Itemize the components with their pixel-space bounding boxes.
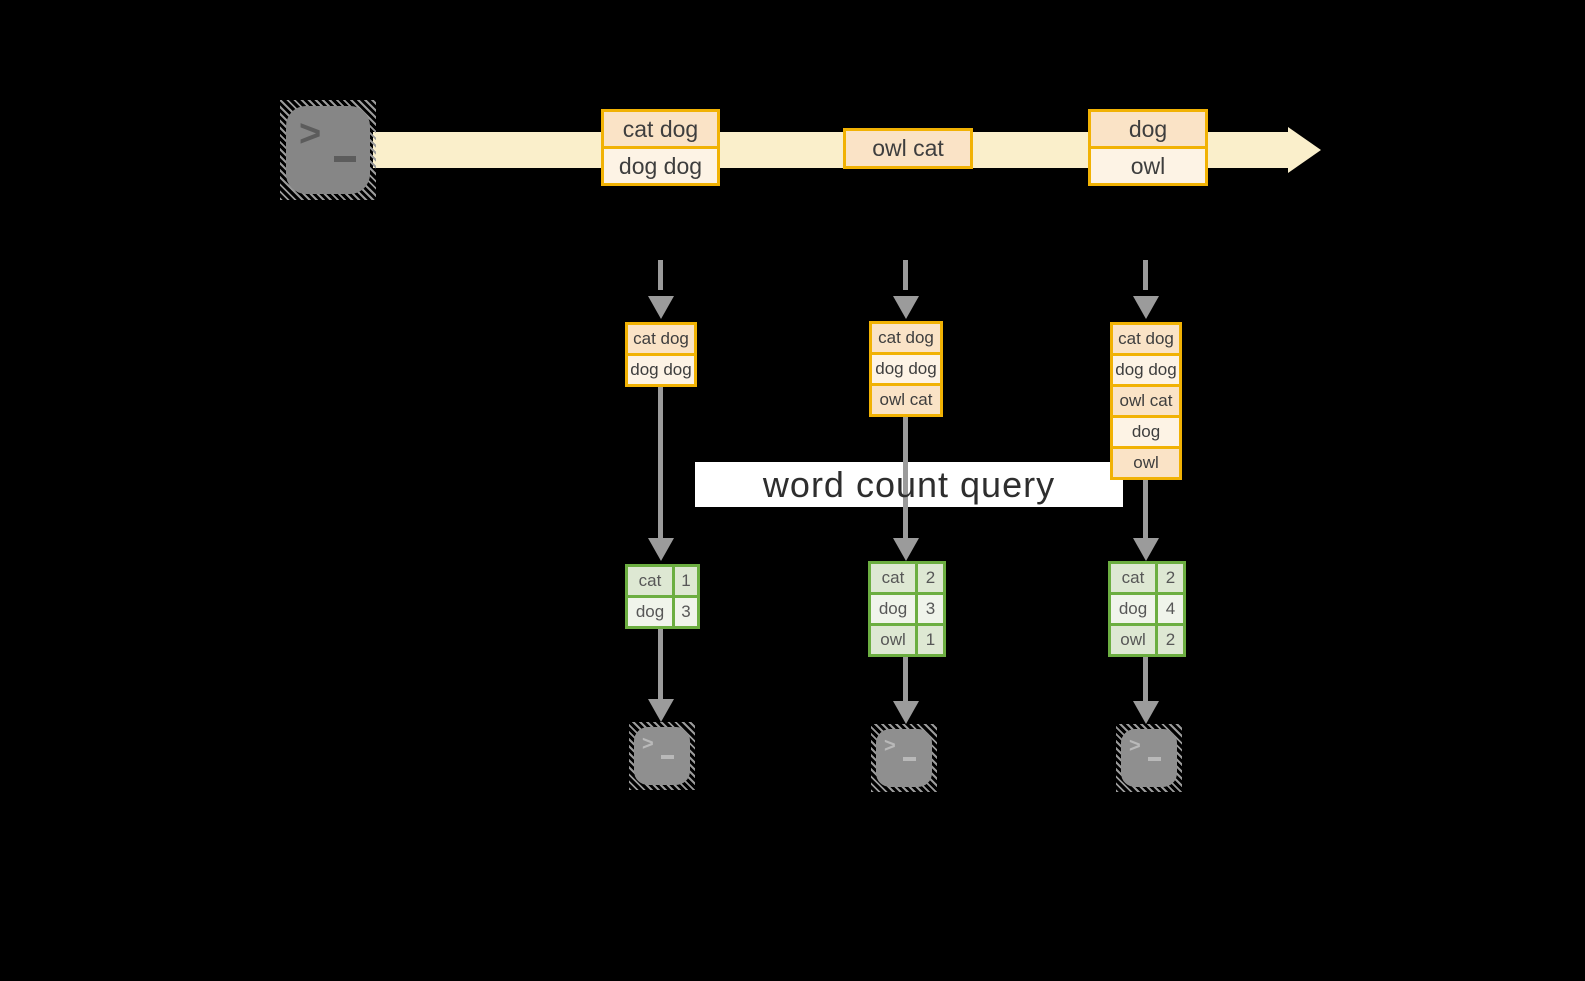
terminal-cursor-icon bbox=[334, 156, 356, 162]
sink-terminal-icon: > bbox=[876, 729, 932, 787]
wordcount-table-3: cat 2 dog 4 owl 2 bbox=[1108, 561, 1186, 657]
query-label: word count query bbox=[762, 463, 1056, 505]
count-cell: 3 bbox=[918, 595, 943, 623]
sink-terminal-icon: > bbox=[1121, 729, 1177, 787]
trigger-arrowhead-icon bbox=[1133, 296, 1159, 319]
query-banner bbox=[695, 462, 1123, 507]
terminal-cursor-icon bbox=[903, 757, 916, 761]
record-cell: owl cat bbox=[1113, 387, 1179, 415]
output-arrow-line bbox=[903, 657, 908, 702]
trigger-arrowhead-icon bbox=[648, 296, 674, 319]
wordcount-table-2: cat 2 dog 3 owl 1 bbox=[868, 561, 946, 657]
count-cell: 2 bbox=[918, 564, 943, 592]
word-cell: owl bbox=[1111, 626, 1155, 654]
query-arrowhead-icon bbox=[893, 538, 919, 561]
stream-batch-3: dog owl bbox=[1088, 109, 1208, 186]
stream-arrowhead-icon bbox=[1288, 127, 1321, 173]
query-arrowhead-icon bbox=[648, 538, 674, 561]
word-cell: dog bbox=[1111, 595, 1155, 623]
terminal-prompt-icon: > bbox=[1129, 735, 1141, 757]
record-cell: owl cat bbox=[846, 131, 970, 166]
record-cell: owl cat bbox=[872, 386, 940, 414]
record-cell: dog bbox=[1091, 112, 1205, 146]
output-arrowhead-icon bbox=[893, 701, 919, 724]
record-cell: owl bbox=[1113, 449, 1179, 477]
record-cell: dog dog bbox=[1113, 356, 1179, 384]
microbatch-input-3: cat dog dog dog owl cat dog owl bbox=[1110, 322, 1182, 480]
word-cell: cat bbox=[628, 567, 672, 595]
record-cell: cat dog bbox=[604, 112, 717, 146]
word-cell: dog bbox=[628, 598, 672, 626]
count-cell: 2 bbox=[1158, 626, 1183, 654]
wordcount-table-1: cat 1 dog 3 bbox=[625, 564, 700, 629]
query-arrowhead-icon bbox=[1133, 538, 1159, 561]
record-cell: dog dog bbox=[604, 149, 717, 183]
query-arrow-line bbox=[903, 417, 908, 538]
sink-terminal-icon: > bbox=[634, 727, 690, 785]
record-cell: cat dog bbox=[628, 325, 694, 353]
count-cell: 3 bbox=[675, 598, 697, 626]
output-arrowhead-icon bbox=[648, 699, 674, 722]
record-cell: dog dog bbox=[872, 355, 940, 383]
record-cell: cat dog bbox=[872, 324, 940, 352]
word-cell: dog bbox=[871, 595, 915, 623]
record-cell: owl bbox=[1091, 149, 1205, 183]
terminal-prompt-icon: > bbox=[884, 735, 896, 757]
word-cell: owl bbox=[871, 626, 915, 654]
count-cell: 2 bbox=[1158, 564, 1183, 592]
terminal-cursor-icon bbox=[661, 755, 674, 759]
count-cell: 1 bbox=[918, 626, 943, 654]
source-terminal-icon: > bbox=[286, 106, 370, 194]
output-arrowhead-icon bbox=[1133, 701, 1159, 724]
trigger-arrowhead-icon bbox=[893, 296, 919, 319]
microbatch-input-2: cat dog dog dog owl cat bbox=[869, 321, 943, 417]
stream-batch-1: cat dog dog dog bbox=[601, 109, 720, 186]
count-cell: 4 bbox=[1158, 595, 1183, 623]
terminal-prompt-icon: > bbox=[299, 113, 322, 155]
count-cell: 1 bbox=[675, 567, 697, 595]
trigger-arrow-dash bbox=[1143, 260, 1148, 290]
record-cell: cat dog bbox=[1113, 325, 1179, 353]
word-cell: cat bbox=[1111, 564, 1155, 592]
output-arrow-line bbox=[1143, 657, 1148, 702]
terminal-cursor-icon bbox=[1148, 757, 1161, 761]
query-arrow-line bbox=[658, 387, 663, 538]
terminal-prompt-icon: > bbox=[642, 733, 654, 755]
microbatch-input-1: cat dog dog dog bbox=[625, 322, 697, 387]
record-cell: dog dog bbox=[628, 356, 694, 384]
trigger-arrow-dash bbox=[658, 260, 663, 290]
word-cell: cat bbox=[871, 564, 915, 592]
stream-batch-2: owl cat bbox=[843, 128, 973, 169]
record-cell: dog bbox=[1113, 418, 1179, 446]
output-arrow-line bbox=[658, 629, 663, 699]
query-arrow-line bbox=[1143, 480, 1148, 538]
trigger-arrow-dash bbox=[903, 260, 908, 290]
